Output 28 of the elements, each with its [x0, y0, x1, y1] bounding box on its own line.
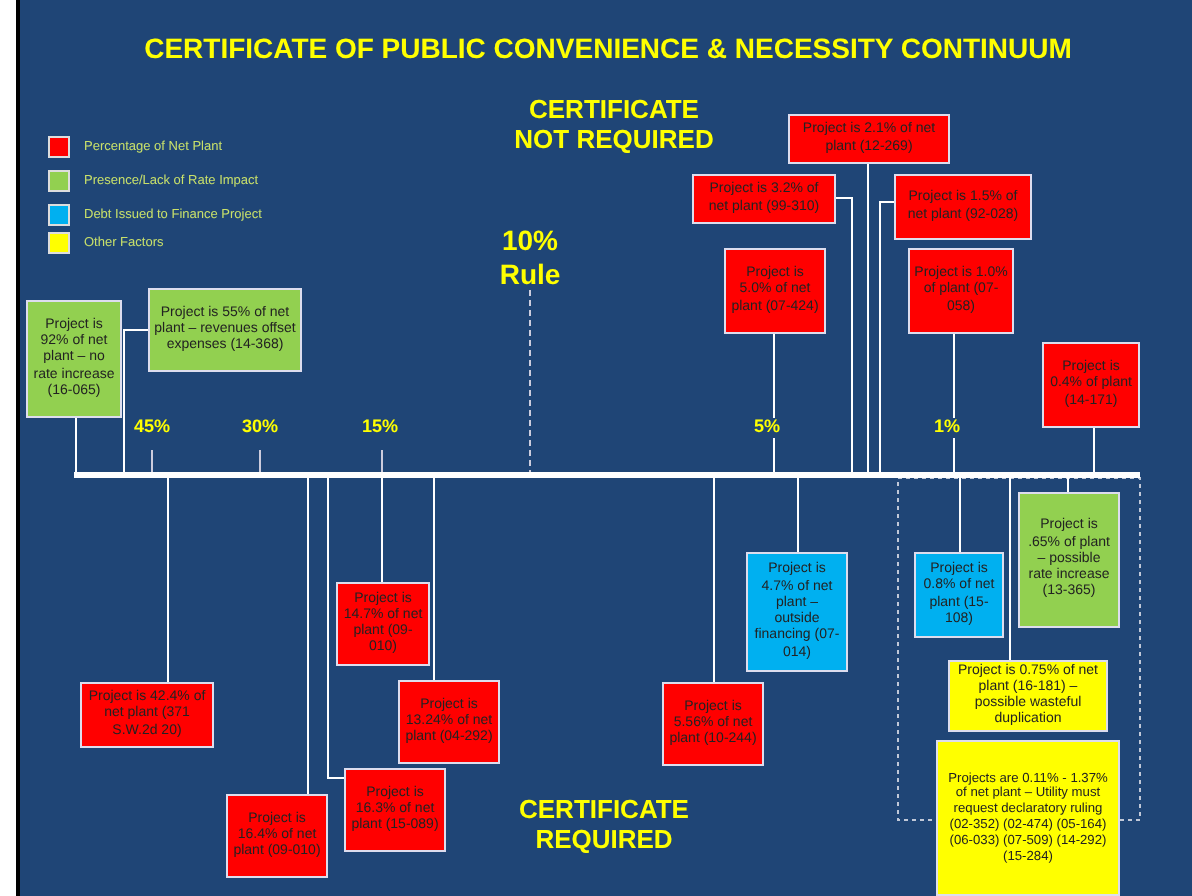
leader-line	[123, 329, 149, 473]
leader-line	[867, 163, 869, 473]
leader-line	[1093, 427, 1095, 473]
heading-label: 10% Rule	[497, 224, 563, 292]
leader-line	[381, 477, 383, 583]
leader-line	[1009, 477, 1011, 661]
scale-label: 45%	[132, 418, 173, 438]
scale-label: 1%	[932, 418, 963, 438]
leader-line	[879, 201, 895, 473]
scale-label: 5%	[752, 418, 783, 438]
leader-line	[797, 477, 799, 553]
leader-line	[773, 333, 775, 473]
leader-line	[307, 477, 309, 795]
leader-line	[1067, 477, 1069, 493]
leader-line	[167, 477, 169, 683]
title: CERTIFICATE OF PUBLIC CONVENIENCE & NECESSITY CONTINUUM	[142, 32, 1074, 64]
leader-line	[433, 477, 435, 681]
scale-axis	[74, 472, 1140, 478]
scale-label: 30%	[240, 418, 281, 438]
leader-line	[713, 477, 715, 683]
leader-line	[75, 417, 77, 473]
leader-line	[953, 333, 955, 473]
heading-label: CERTIFICATE REQUIRED	[517, 796, 691, 856]
leader-line	[327, 477, 345, 779]
leader-line	[959, 477, 961, 553]
scale-label: 15%	[360, 418, 401, 438]
leader-line	[835, 197, 853, 473]
heading-label: CERTIFICATE NOT REQUIRED	[514, 96, 714, 156]
